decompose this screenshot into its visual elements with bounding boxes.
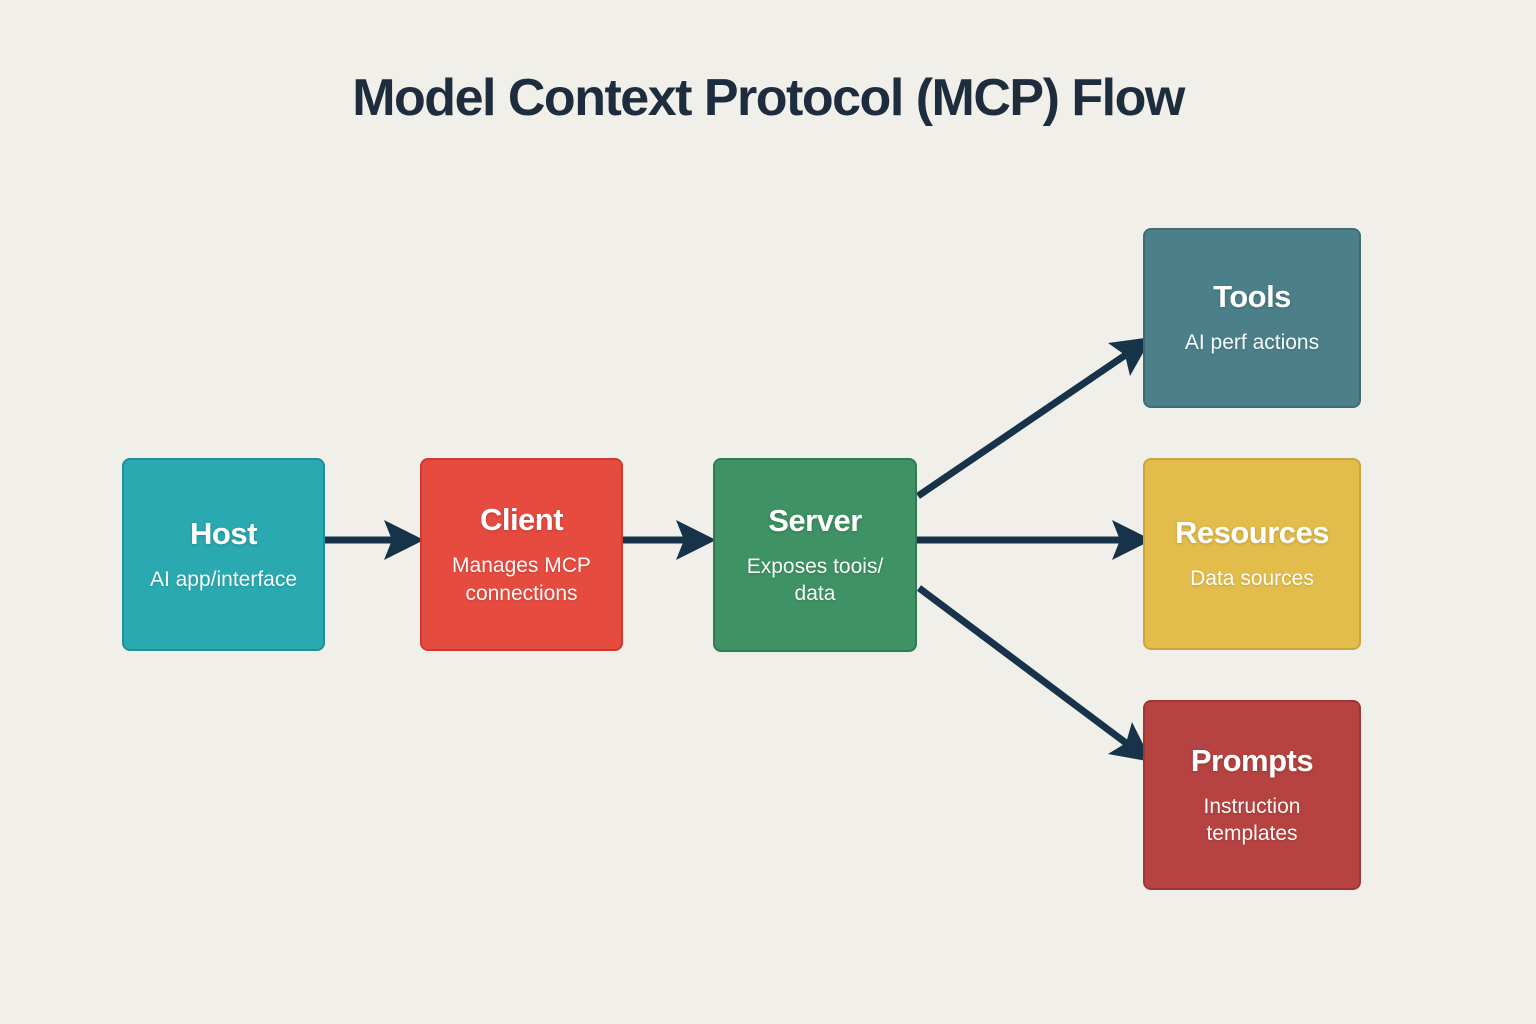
arrow-server-to-prompts <box>916 585 1152 762</box>
node-prompts-label: Prompts <box>1190 742 1314 778</box>
node-resources-label: Resources <box>1174 515 1330 551</box>
diagram-title: Model Context Protocol (MCP) Flow <box>352 69 1185 127</box>
node-prompts-sublabel: Instruction templates <box>1203 794 1301 845</box>
node-client-sublabel: Manages MCP connections <box>452 554 591 605</box>
node-server-label: Server <box>768 502 862 538</box>
node-host: Host AI app/interface <box>122 458 325 651</box>
node-client: Client Manages MCP connections <box>420 458 623 651</box>
node-resources: Resources Data sources <box>1143 458 1361 650</box>
arrow-host-to-client <box>325 520 424 560</box>
node-host-sublabel: AI app/interface <box>149 567 298 591</box>
node-server: Server Exposes toois/ data <box>713 458 917 652</box>
node-tools-label: Tools <box>1213 279 1291 315</box>
node-host-label: Host <box>190 515 257 551</box>
node-server-sublabel: Exposes toois/ data <box>746 554 884 605</box>
arrow-server-to-tools <box>916 337 1152 499</box>
arrow-server-to-resources <box>917 520 1152 560</box>
node-prompts: Prompts Instruction templates <box>1143 700 1361 890</box>
node-tools-sublabel: AI perf actions <box>1184 331 1320 355</box>
node-client-label: Client <box>479 502 564 538</box>
node-resources-sublabel: Data sources <box>1190 567 1314 591</box>
node-tools: Tools AI perf actions <box>1143 228 1361 408</box>
arrow-client-to-server <box>623 520 716 560</box>
